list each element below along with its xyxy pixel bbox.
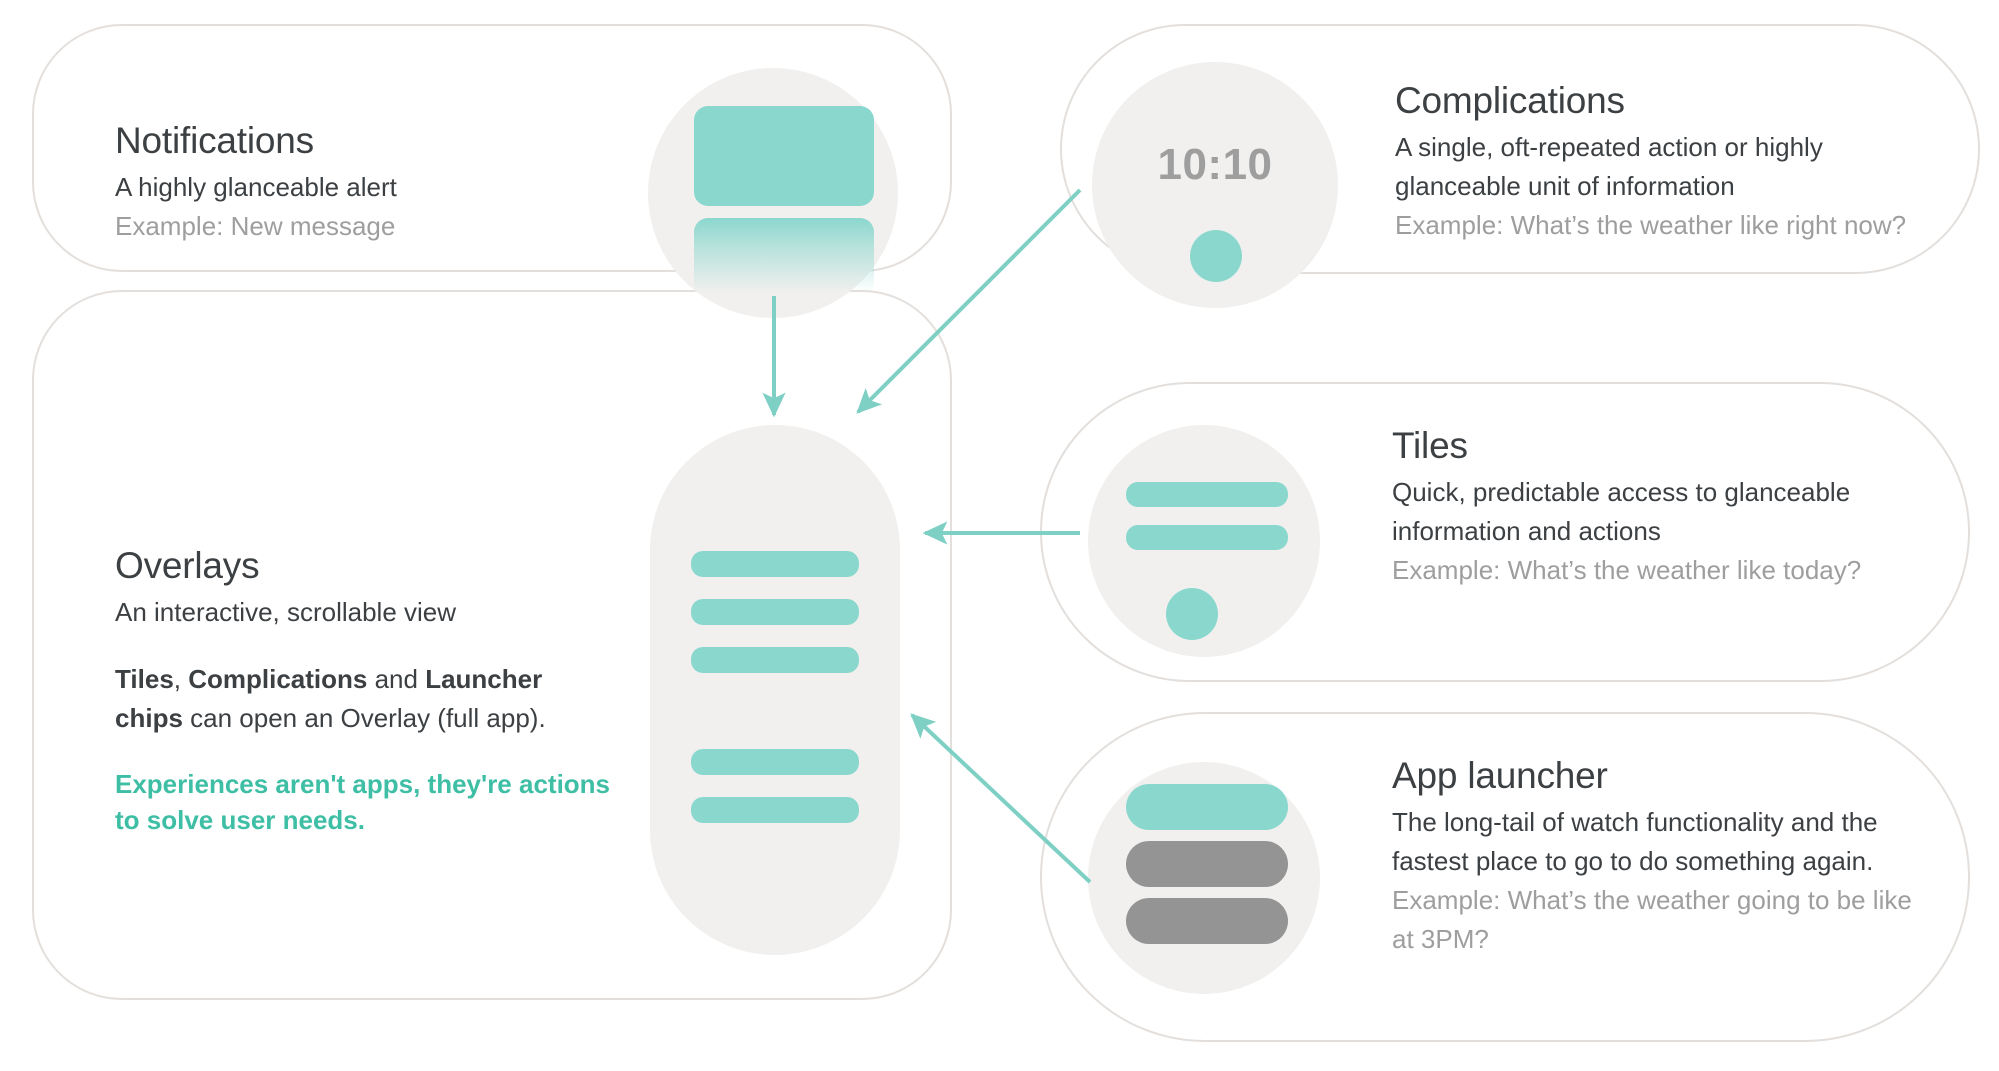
panel-notifications — [32, 24, 952, 272]
tiles-text-block: Tiles Quick, predictable access to glanc… — [1392, 425, 1872, 590]
launcher-chip-active-icon — [1126, 784, 1288, 830]
complications-example: Example: What’s the weather like right n… — [1395, 210, 1907, 240]
overlays-body-sep-1: , — [173, 664, 189, 694]
overlay-content-bar-icon — [691, 551, 859, 577]
tiles-example: Example: What’s the weather like today? — [1392, 555, 1862, 585]
overlay-screen-graphic — [650, 425, 900, 955]
panel-complications — [1060, 24, 1980, 274]
panel-overlays — [32, 290, 952, 1000]
overlay-content-bar-icon — [691, 599, 859, 625]
notifications-title: Notifications — [115, 120, 314, 161]
overlays-body-bold-tiles: Tiles — [115, 664, 174, 694]
complication-dot-icon — [1190, 230, 1242, 282]
clock-time-label: 10:10 — [1157, 140, 1273, 189]
app-launcher-text-block: App launcher The long-tail of watch func… — [1392, 755, 1932, 959]
overlays-title: Overlays — [115, 545, 260, 586]
tile-bar-icon — [1126, 525, 1288, 550]
overlays-body-tail: can open an Overlay (full app). — [182, 703, 546, 733]
overlay-pill-background-icon — [650, 425, 900, 955]
overlay-content-bar-icon — [691, 797, 859, 823]
launcher-chip-icon — [1126, 841, 1288, 887]
overlays-body-mid: and — [367, 664, 426, 694]
overlay-content-bar-icon — [691, 749, 859, 775]
notifications-description: A highly glanceable alert — [115, 172, 397, 202]
tile-bar-icon — [1126, 482, 1288, 507]
tiles-watch-graphic — [1088, 425, 1320, 657]
notification-card-icon — [694, 106, 874, 206]
notification-watch-graphic — [648, 68, 898, 318]
complications-text-block: Complications A single, oft-repeated act… — [1395, 80, 1925, 245]
complications-title: Complications — [1395, 80, 1625, 121]
overlays-spacer-1 — [115, 632, 615, 660]
tiles-title: Tiles — [1392, 425, 1468, 466]
overlays-body: Tiles, Complications and Launcher chips … — [115, 660, 615, 738]
overlays-spacer-2 — [115, 738, 615, 766]
complications-description: A single, oft-repeated action or highly … — [1395, 132, 1823, 201]
overlays-description: An interactive, scrollable view — [115, 597, 457, 627]
tile-dot-icon — [1166, 588, 1218, 640]
app-launcher-title: App launcher — [1392, 755, 1608, 796]
overlays-text-block: Overlays An interactive, scrollable view… — [115, 545, 615, 838]
overlays-emphasis: Experiences aren't apps, they're actions… — [115, 769, 611, 835]
launcher-chip-icon — [1126, 898, 1288, 944]
app-launcher-watch-graphic — [1088, 762, 1320, 994]
notification-card-faded-icon — [694, 218, 874, 293]
app-launcher-description: The long-tail of watch functionality and… — [1392, 807, 1878, 876]
tiles-description: Quick, predictable access to glanceable … — [1392, 477, 1851, 546]
overlay-content-bar-icon — [691, 647, 859, 673]
complications-watch-graphic: 10:10 — [1092, 62, 1338, 308]
notifications-example: Example: New message — [115, 211, 396, 241]
overlays-body-bold-launcher-chips: Launcher chips — [115, 664, 543, 733]
overlays-body-bold-complications: Complications — [188, 664, 368, 694]
app-launcher-example: Example: What’s the weather going to be … — [1392, 885, 1912, 954]
notifications-text-block: Notifications A highly glanceable alert … — [115, 120, 555, 246]
